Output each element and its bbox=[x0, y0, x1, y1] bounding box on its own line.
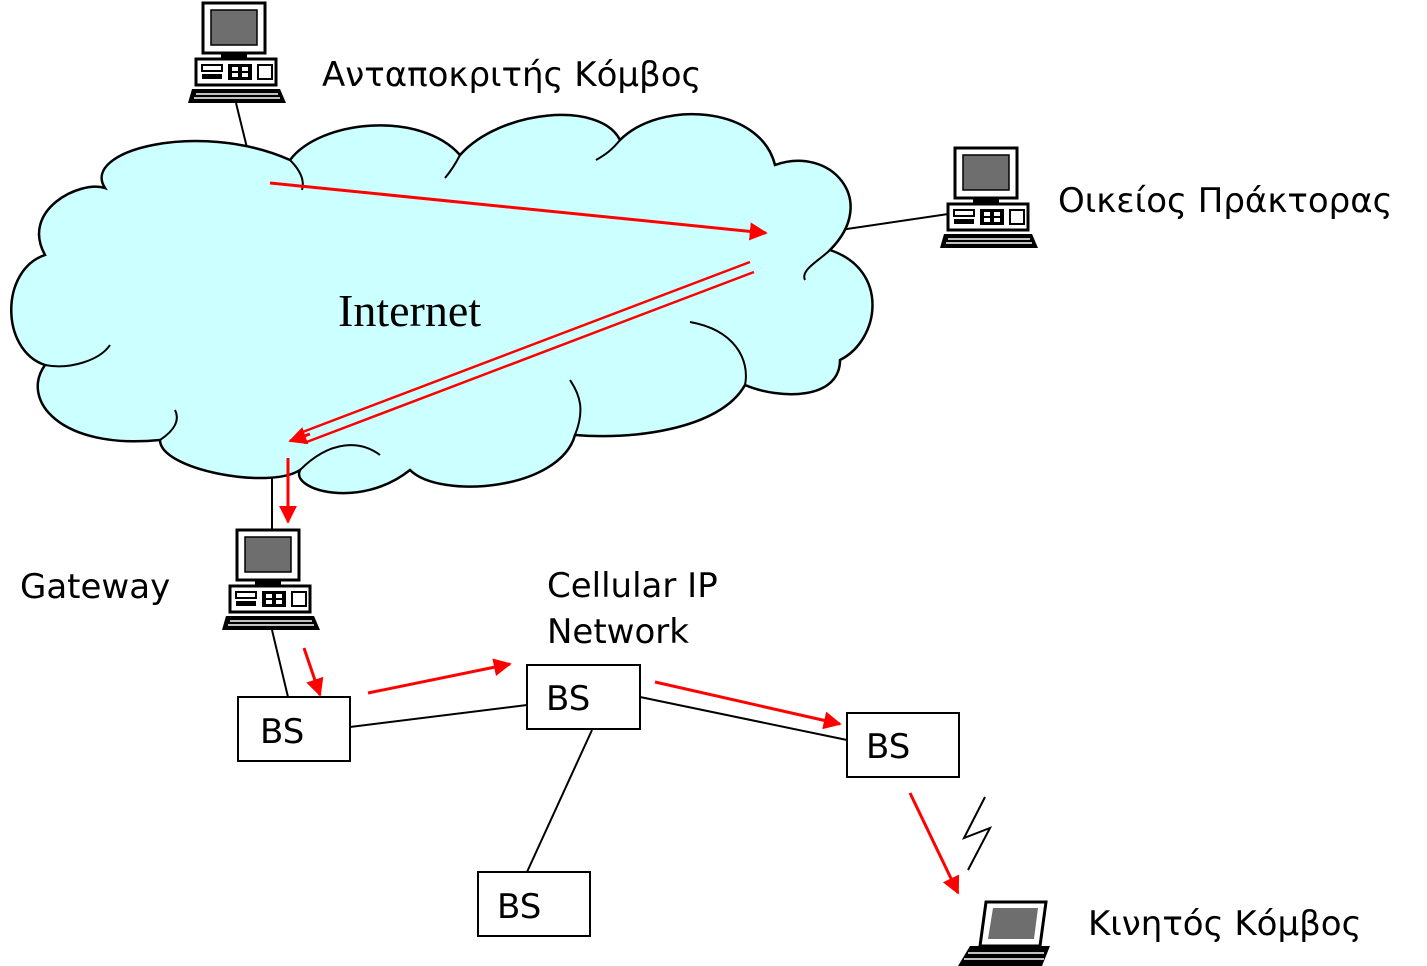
link-gateway-bs1 bbox=[271, 629, 289, 698]
bs-box-2: BS bbox=[526, 664, 641, 730]
home-agent-label: Οικείος Πράκτορας bbox=[1058, 181, 1393, 221]
bs-label: BS bbox=[546, 679, 590, 719]
gateway-computer-icon bbox=[220, 528, 322, 632]
correspondent-computer-icon bbox=[186, 1, 288, 105]
arrow-tunnel-to-gateway bbox=[288, 427, 311, 445]
bs-label: BS bbox=[866, 727, 910, 767]
correspondent-node-label: Ανταποκριτής Κόμβος bbox=[322, 55, 702, 95]
arrow-gateway-to-bs1 bbox=[302, 647, 324, 697]
bs-box-1: BS bbox=[237, 696, 351, 762]
link-bs2-bs4 bbox=[526, 729, 593, 873]
bs-box-4: BS bbox=[477, 871, 591, 937]
tunnel-line-a bbox=[299, 260, 751, 435]
home-agent-computer-icon bbox=[938, 146, 1040, 250]
cellular-ip-label-line1: Cellular IP bbox=[547, 566, 718, 606]
bs-box-3: BS bbox=[846, 712, 960, 778]
links bbox=[235, 102, 956, 873]
internet-label: Internet bbox=[338, 285, 481, 336]
tunnel-line-b bbox=[303, 270, 755, 445]
laptop-computer-icon bbox=[958, 900, 1050, 966]
red-arrows bbox=[269, 181, 960, 895]
gateway-label: Gateway bbox=[20, 567, 170, 607]
bs-label: BS bbox=[497, 887, 541, 927]
link-bs2-bs3 bbox=[639, 696, 848, 741]
mobile-node-label: Κινητός Κόμβος bbox=[1088, 904, 1362, 944]
arrow-bs2-to-bs3 bbox=[654, 680, 842, 730]
arrow-correspondent-to-homeagent bbox=[269, 181, 768, 241]
cellular-ip-label-line2: Network bbox=[547, 612, 689, 652]
internet-cloud bbox=[10, 112, 874, 495]
wireless-link-icon bbox=[961, 796, 993, 871]
link-internet-homeagent bbox=[839, 212, 956, 231]
arrow-bs3-to-mobile bbox=[908, 792, 960, 895]
bs-label: BS bbox=[260, 712, 304, 752]
arrow-bs1-to-bs2 bbox=[367, 658, 512, 695]
link-bs1-bs2 bbox=[349, 704, 528, 728]
